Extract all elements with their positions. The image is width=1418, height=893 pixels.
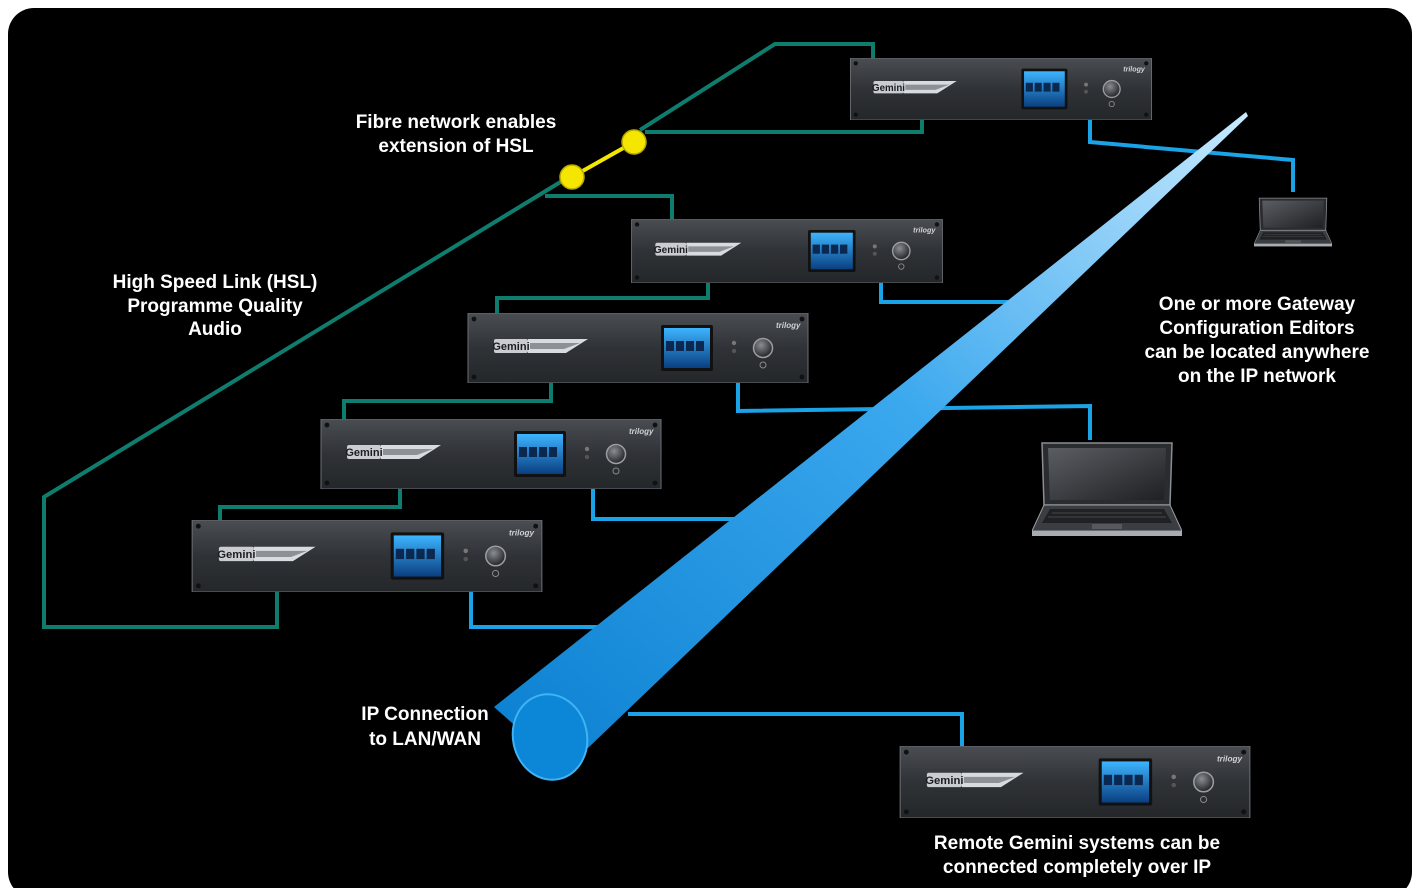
hsl-label-line3: Audio (188, 319, 242, 340)
hsl-segment-unit4-unit5 (218, 488, 402, 521)
ip-tube-icon (494, 112, 1248, 781)
gce-label-line4: on the IP network (1178, 366, 1336, 387)
gemini-unit-icon (467, 313, 809, 383)
hsl-segment-unit2 (545, 194, 674, 220)
gemini-unit-icon (849, 58, 1153, 120)
gce-label-line2: Configuration Editors (1159, 318, 1354, 339)
ip-segment-laptop1 (1088, 120, 1295, 192)
diagram-background (8, 8, 1412, 893)
ip-link-lines (469, 120, 1295, 747)
gemini-unit-icon (899, 746, 1251, 818)
ip-segment-remote (628, 712, 964, 747)
gce-label-line1: One or more Gateway (1159, 294, 1356, 315)
gemini-unit-icon (630, 219, 944, 283)
ip-segment-unit2 (879, 282, 1040, 304)
ip-segment-unit4 (591, 488, 760, 521)
ip-label-line2: to LAN/WAN (369, 729, 481, 750)
hsl-link-lines (42, 42, 924, 629)
fibre-node-icon (621, 129, 647, 155)
gemini-unit-icon (320, 419, 662, 489)
laptop-icon (1032, 442, 1182, 537)
hsl-segment-unit3-unit4 (342, 382, 553, 420)
text-labels: Fibre network enables extension of HSL H… (113, 112, 1370, 878)
hsl-label-line2: Programme Quality (127, 296, 303, 317)
remote-label-line2: connected completely over IP (943, 857, 1212, 878)
laptop-icon (1254, 197, 1332, 247)
hsl-label-line1: High Speed Link (HSL) (113, 272, 318, 293)
fibre-node-icon (559, 164, 585, 190)
ip-label-line1: IP Connection (361, 704, 488, 725)
gemini-unit-icon (191, 520, 543, 592)
remote-label-line1: Remote Gemini systems can be (934, 833, 1220, 854)
hsl-segment-unit2-unit3 (495, 282, 710, 316)
ip-segment-unit5 (469, 592, 620, 629)
gce-label-line3: can be located anywhere (1145, 342, 1370, 363)
fibre-label-line1: Fibre network enables (356, 112, 557, 133)
fibre-label-line2: extension of HSL (378, 136, 534, 157)
hsl-main-diagonal (42, 176, 569, 629)
